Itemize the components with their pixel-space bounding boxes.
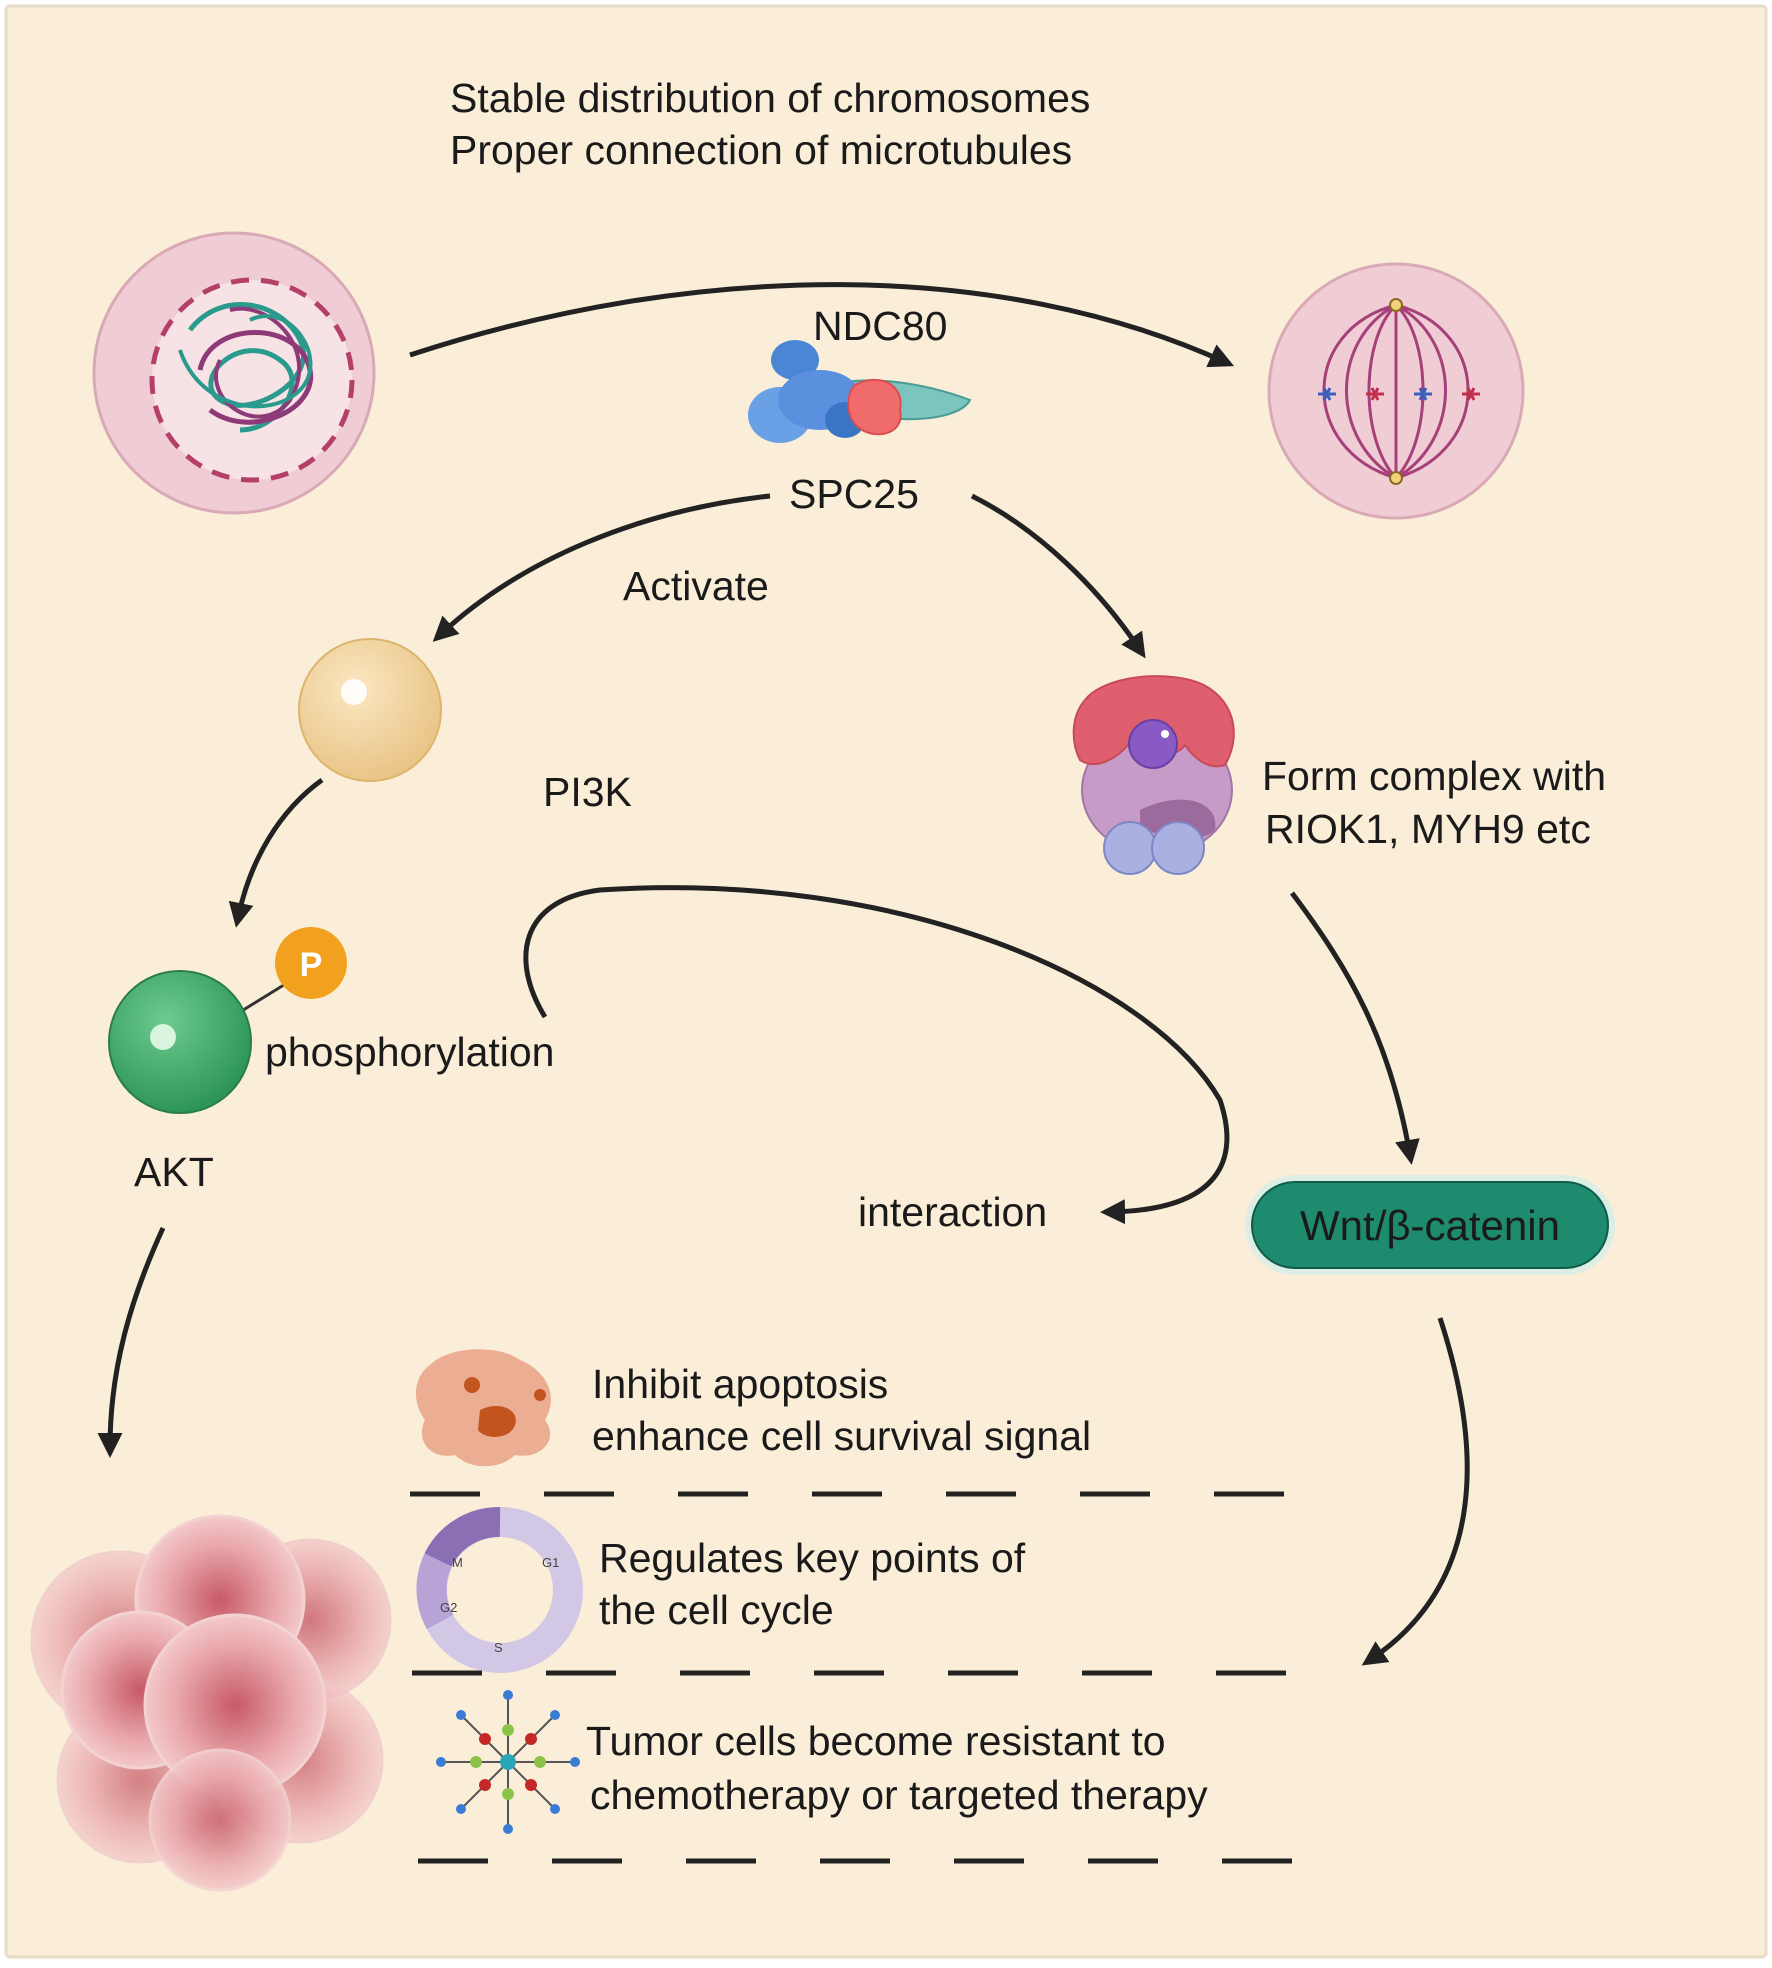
wnt-beta-catenin-badge: Wnt/β-catenin [1245,1175,1615,1275]
pi3k-label: PI3K [543,769,632,815]
arrow-wnt-to-effects [1361,1317,1470,1666]
arrow-spc25-to-complex [970,493,1146,659]
phosphate-label: P [300,946,323,984]
effect-1-line-1: Inhibit apoptosis [592,1361,888,1407]
arrow-interaction-loop [523,885,1230,1225]
arrow-pi3k-to-akt [228,777,324,928]
wnt-label: Wnt/β-catenin [1300,1202,1560,1249]
akt-label: AKT [134,1149,214,1195]
effect-2-line-1: Regulates key points of [599,1535,1026,1581]
interphase-cell-icon [92,231,376,515]
mitotic-cell-icon [1267,262,1525,520]
header-line-1: Stable distribution of chromosomes [450,75,1090,121]
pi3k-icon [298,638,442,782]
spc25-label: SPC25 [789,471,919,517]
effect-3-line-2: chemotherapy or targeted therapy [590,1772,1208,1818]
phosphate-icon: P [275,927,347,999]
effect-1-line-2: enhance cell survival signal [592,1413,1091,1459]
drug-resistance-network-icon [436,1690,580,1834]
arrow-akt-to-tumor [97,1226,166,1458]
ndc80-complex-icon [748,340,972,443]
effect-3-line-1: Tumor cells become resistant to [586,1718,1166,1764]
phase-g1-label: G1 [542,1555,559,1570]
complex-label-line-1: Form complex with [1262,753,1606,799]
interaction-label: interaction [858,1189,1047,1235]
phosphorylation-label: phosphorylation [265,1029,554,1075]
activate-label: Activate [623,563,769,609]
apoptosis-icon [415,1349,551,1467]
phase-s-label: S [494,1640,503,1655]
arrow-interphase-to-mitosis [409,282,1235,368]
cell-cycle-icon: M G1 G2 S [416,1507,583,1673]
complex-label-line-2: RIOK1, MYH9 etc [1265,806,1591,852]
header-line-2: Proper connection of microtubules [450,127,1072,173]
ndc80-label: NDC80 [813,303,947,349]
riok1-myh9-complex-icon [1072,675,1235,875]
effect-2-line-2: the cell cycle [599,1587,834,1633]
phase-g2-label: G2 [440,1600,457,1615]
arrow-spc25-to-pi3k [432,493,771,642]
tumor-cluster-icon [30,1514,392,1892]
phase-m-label: M [452,1555,463,1570]
arrow-complex-to-wnt [1290,891,1420,1165]
